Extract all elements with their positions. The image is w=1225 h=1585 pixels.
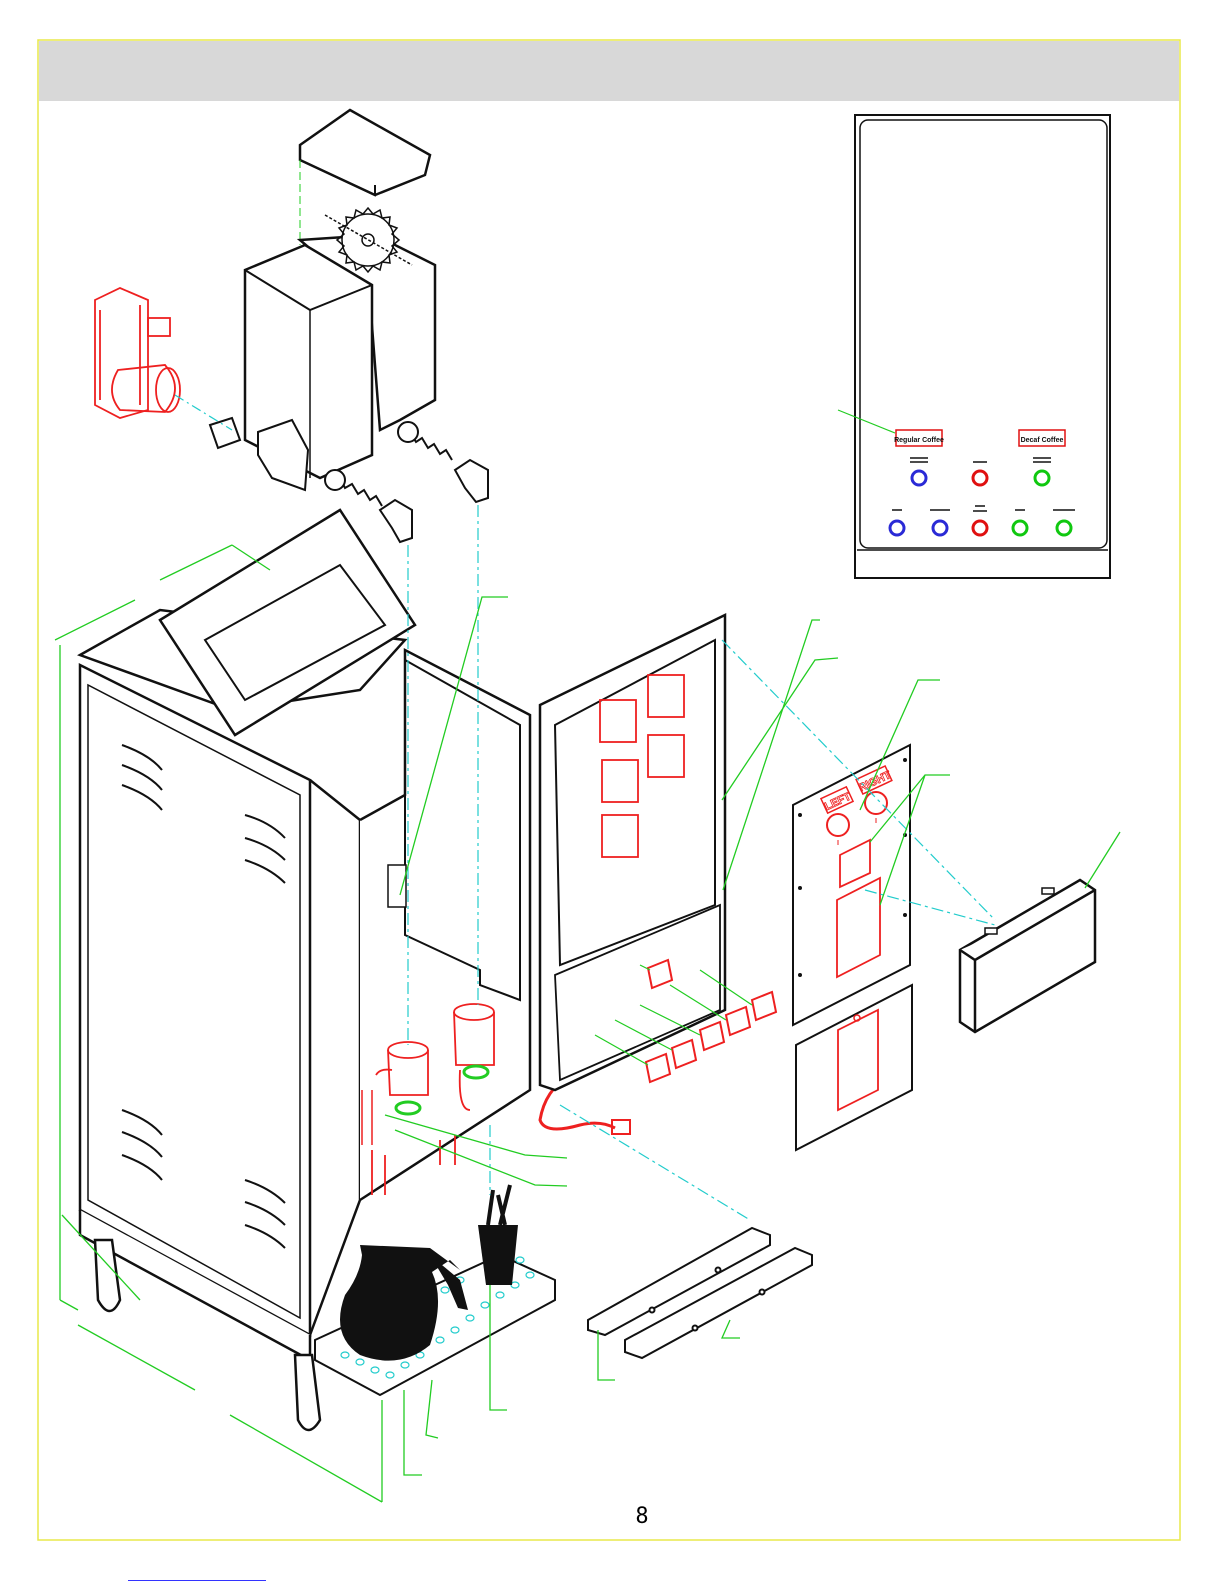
hopper-lid xyxy=(300,110,430,195)
funnel-rack xyxy=(478,1185,518,1285)
page-number: 8 xyxy=(612,1504,672,1529)
spout-elbow-right xyxy=(455,460,488,502)
motor-drive-gear xyxy=(148,318,170,336)
drive-motor-assembly xyxy=(95,288,180,418)
header-band xyxy=(39,41,1179,101)
control-panel: Regular Coffee Decaf Coffee xyxy=(838,115,1110,578)
mounting-rails xyxy=(588,1228,812,1358)
knob-panel: LEFT RIGHT xyxy=(793,745,912,1150)
front-leg-right xyxy=(295,1355,320,1430)
motor-body xyxy=(112,365,175,412)
regular-coffee-label: Regular Coffee xyxy=(894,437,944,444)
auger-spring-front xyxy=(340,478,382,506)
front-cover xyxy=(960,880,1095,1032)
spout-elbow-left xyxy=(380,500,412,542)
auger-bushing xyxy=(210,418,240,448)
decaf-coffee-label: Decaf Coffee xyxy=(1021,437,1064,444)
footer-rule xyxy=(128,1580,266,1581)
cabinet-switch xyxy=(388,865,406,907)
hopper-assembly xyxy=(210,110,488,542)
front-door-panel xyxy=(540,615,725,1090)
